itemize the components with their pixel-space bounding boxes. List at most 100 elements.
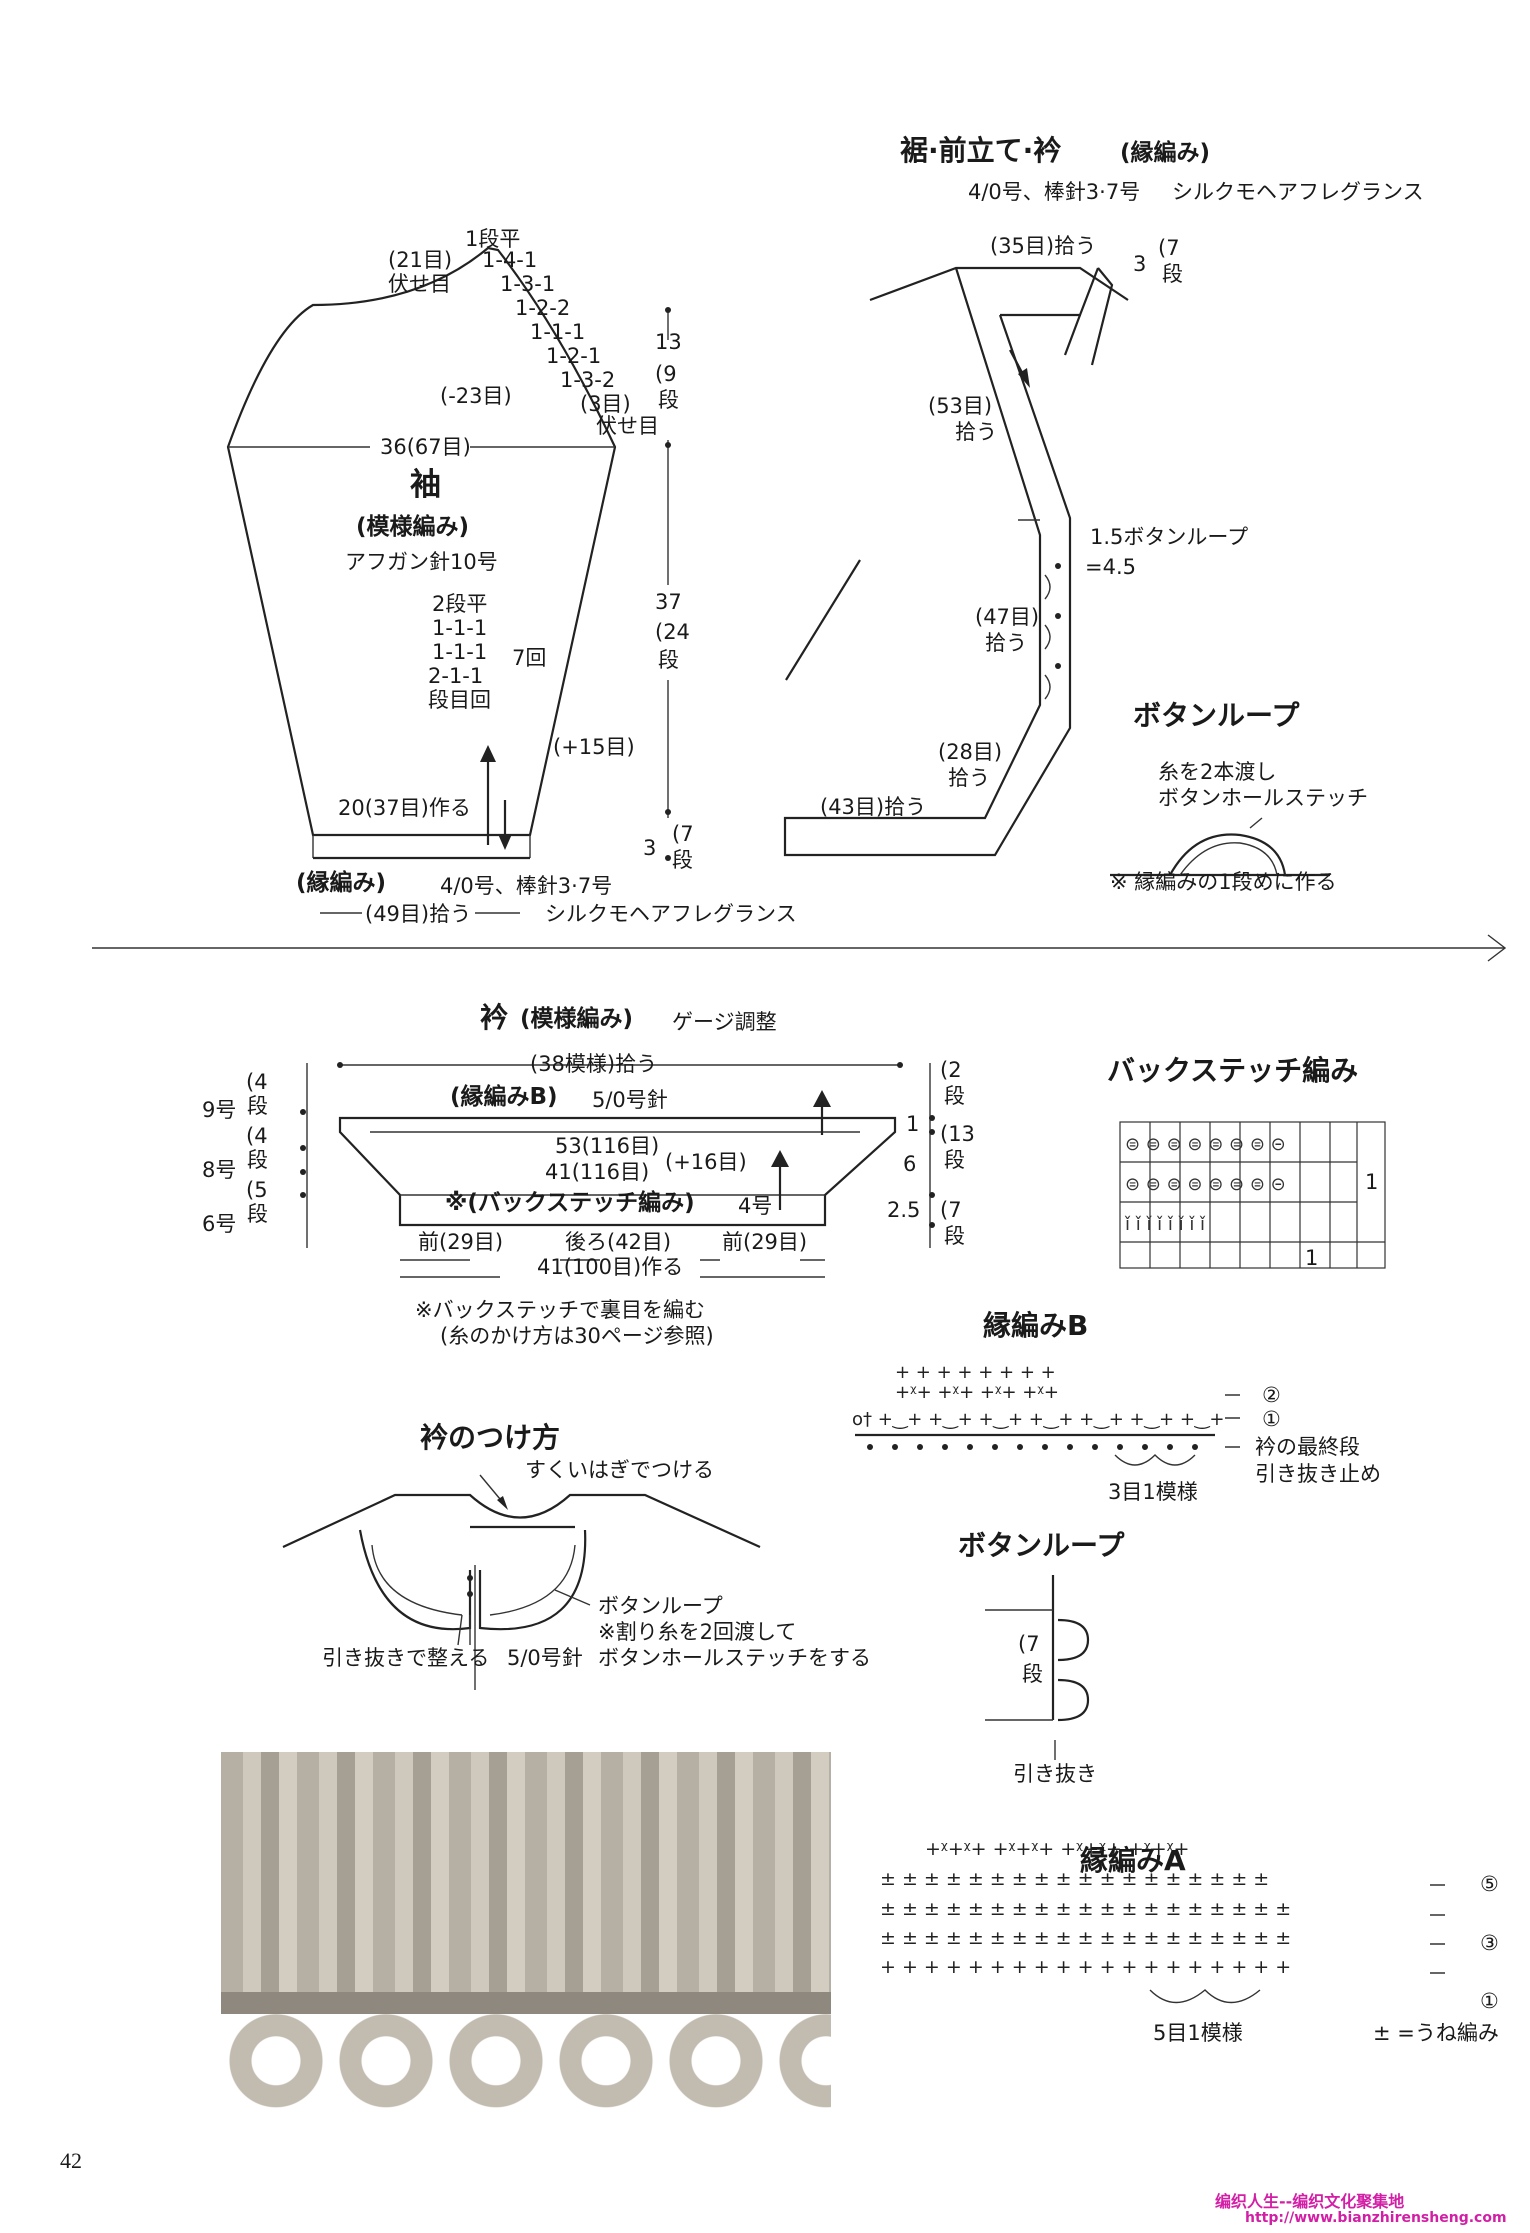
front-band-title: 裾·前立て·衿 bbox=[900, 134, 1062, 167]
sleeve-border-pick: (49目)拾う bbox=[365, 902, 472, 926]
collar-right-rows-0: (2 bbox=[940, 1058, 962, 1082]
svg-text:o† +‿+ +‿+ +‿+ +‿+ +‿+ +: o† +‿+ +‿+ +‿+ +‿+ +‿+ +‿+ +‿+ bbox=[852, 1409, 1224, 1430]
collar-left-size-1: 8号 bbox=[202, 1158, 237, 1182]
svg-text:± ± ± ± ± ± ± ± ± ± ± ± ± ± ±: ± ± ± ± ± ± ± ± ± ± ± ± ± ± ± ± ± ± ± bbox=[880, 1927, 1291, 1949]
collar-left-rows-1: 段 bbox=[247, 1094, 268, 1118]
svg-text:+ + + + + + + + + + + + + + +: + + + + + + + + + + + + + + + + + + + bbox=[880, 1956, 1291, 1978]
front-band-pick-43: (43目)拾う bbox=[820, 795, 927, 819]
button-loop-line1: 糸を2本渡し bbox=[1158, 760, 1277, 784]
collar-right-cm-2: 2.5 bbox=[887, 1198, 921, 1222]
sleeve-cap-left-1: 伏せ目 bbox=[388, 272, 451, 296]
front-band-loop-spacing: =4.5 bbox=[1085, 555, 1136, 579]
collar-left-rows-2: (4 bbox=[246, 1124, 268, 1148]
collar-right-rows-2: (13 bbox=[940, 1122, 975, 1146]
sleeve-border-title: (縁編み) bbox=[296, 870, 387, 896]
front-band-needle: 4/0号、棒針3·7号 bbox=[968, 180, 1141, 204]
front-band-pick-47-1: 拾う bbox=[985, 631, 1027, 655]
sleeve-dim-bot-rows-0: (7 bbox=[672, 822, 694, 846]
sleeve-dim-top-rows-0: (9 bbox=[655, 362, 677, 386]
collar-front-l: 前(29目) bbox=[418, 1230, 504, 1254]
collar-left-rows-3: 段 bbox=[247, 1148, 268, 1172]
sleeve-dim-bot-rows-1: 段 bbox=[672, 848, 693, 872]
sleeve-cap-step-2: 1-3-1 bbox=[500, 272, 556, 296]
sleeve-inc-2: 1-1-1 bbox=[432, 640, 488, 664]
collar-attach-label-finish: 引き抜きで整える bbox=[322, 1646, 490, 1670]
collar-attach-label-needle: 5/0号針 bbox=[507, 1646, 583, 1670]
back-stitch-symbols: ⊜ ⊜ ⊜ ⊜ ⊜ ⊜ ⊜ ⊝ ⊜ ⊜ ⊜ ⊜ ⊜ ⊜ ⊜ ⊝ ǐ ǐ ǐ ǐ … bbox=[1124, 1134, 1286, 1235]
edge-b-note1: 衿の最終段 bbox=[1255, 1435, 1360, 1459]
sleeve-cap-step-0: 1段平 bbox=[465, 227, 521, 251]
collar-left-size-0: 9号 bbox=[202, 1098, 237, 1122]
back-stitch-col-label: 1 bbox=[1305, 1246, 1319, 1270]
collar-title: 衿 bbox=[480, 1001, 509, 1034]
sleeve-dim-mid-num: 37 bbox=[655, 590, 682, 614]
front-band-side-rows-0: (7 bbox=[1158, 236, 1180, 260]
collar-left-size-2: 6号 bbox=[202, 1212, 237, 1236]
sleeve-dim-mid-rows-1: 段 bbox=[658, 648, 679, 672]
sleeve-cap-step-3: 1-2-2 bbox=[515, 296, 571, 320]
collar-inc: (+16目) bbox=[665, 1150, 747, 1174]
collar-attach-label-loop3: ボタンホールステッチをする bbox=[598, 1646, 871, 1670]
collar-left-rows-4: (5 bbox=[246, 1178, 268, 1202]
sleeve-cap-step-1: 1-4-1 bbox=[482, 248, 538, 272]
edge-b-row1: ① bbox=[1262, 1407, 1281, 1431]
collar-attach-label-loop: ボタンループ bbox=[598, 1594, 723, 1618]
page-number: 42 bbox=[60, 2148, 82, 2173]
collar-right-cm-0: 1 bbox=[906, 1112, 920, 1136]
sleeve-cap-decrease: (-23目) bbox=[440, 384, 512, 408]
sleeve-cast-on: 20(37目)作る bbox=[338, 796, 471, 820]
sleeve-cap-step-6: 1-3-2 bbox=[560, 368, 616, 392]
collar-front-r: 前(29目) bbox=[722, 1230, 808, 1254]
collar-outline bbox=[338, 1116, 897, 1227]
collar-cast-on: 41(100目)作る bbox=[537, 1255, 684, 1279]
svg-text:⊜ ⊜ ⊜ ⊜ ⊜ ⊜ ⊜ ⊝: ⊜ ⊜ ⊜ ⊜ ⊜ ⊜ ⊜ ⊝ bbox=[1125, 1174, 1286, 1195]
collar-left-rows-0: (4 bbox=[246, 1070, 268, 1094]
button-loop-line2: ボタンホールステッチ bbox=[1158, 786, 1368, 810]
sleeve-cap-step-5: 1-2-1 bbox=[546, 344, 602, 368]
button-loop-title: ボタンループ bbox=[1133, 699, 1300, 732]
watermark-line2: http://www.bianzhirensheng.com bbox=[1245, 2210, 1507, 2226]
front-band-side-rows-1: 段 bbox=[1162, 262, 1183, 286]
sleeve-inc-1: 1-1-1 bbox=[432, 616, 488, 640]
sleeve-increase-total: (+15目) bbox=[553, 735, 635, 759]
collar-left-rows-5: 段 bbox=[247, 1202, 268, 1226]
front-band-pick-47-0: (47目) bbox=[975, 605, 1040, 629]
collar-back-stitch: ※(バックステッチ編み) bbox=[445, 1190, 695, 1216]
svg-text:± ± ± ± ± ± ± ± ± ± ± ± ± ± ±: ± ± ± ± ± ± ± ± ± ± ± ± ± ± ± ± ± ± ± bbox=[880, 1898, 1291, 1920]
collar-attach-title: 衿のつけ方 bbox=[420, 1421, 561, 1454]
sleeve-outline bbox=[226, 246, 617, 837]
stitch-sample-photo bbox=[221, 1752, 831, 2170]
collar-back: 後ろ(42目) bbox=[565, 1230, 672, 1254]
sleeve-dim-mid-rows-0: (24 bbox=[655, 620, 690, 644]
edge-b-note2: 引き抜き止め bbox=[1255, 1462, 1381, 1486]
back-stitch-grid bbox=[1119, 1121, 1386, 1269]
front-band-pick-28-0: (28目) bbox=[938, 740, 1003, 764]
svg-text:± ± ± ± ± ± ± ± ± ± ± ±: ± ± ± ± ± ± ± ± ± ± ± ± ± ± ± ± ± ± bbox=[880, 1868, 1269, 1890]
sleeve-title: 袖 bbox=[410, 467, 441, 503]
collar-attach-drawing bbox=[282, 1474, 761, 1690]
collar-pattern: (模様編み) bbox=[520, 1006, 634, 1032]
collar-pick-top: (38模様)拾う bbox=[530, 1052, 658, 1076]
edge-a-row1: ① bbox=[1480, 1989, 1499, 2013]
edge-b-row2: ② bbox=[1262, 1383, 1281, 1407]
sleeve-inc-0: 2段平 bbox=[432, 592, 488, 616]
button-loop-chart-rows-1: 段 bbox=[1022, 1662, 1043, 1686]
collar-attach-label-top: すくいはぎでつける bbox=[525, 1458, 714, 1482]
collar-right-cm-1: 6 bbox=[903, 1152, 917, 1176]
front-band-yarn: シルクモヘアフレグランス bbox=[1172, 180, 1424, 204]
watermark-line1: 编织人生--编织文化聚集地 bbox=[1215, 2192, 1405, 2211]
edge-a-repeat: 5目1模様 bbox=[1153, 2021, 1243, 2045]
collar-back-stitch-needle: 4号 bbox=[738, 1194, 773, 1218]
sleeve-cap-left-0: (21目) bbox=[388, 248, 453, 272]
sleeve-width: 36(67目) bbox=[380, 435, 471, 459]
collar-attach-label-loop2: ※割り糸を2回渡して bbox=[598, 1620, 797, 1644]
collar-w53: 53(116目) bbox=[555, 1134, 660, 1158]
edge-a-title: 縁編みA bbox=[1080, 1844, 1186, 1877]
front-band-outline bbox=[869, 266, 1129, 302]
collar-gauge: ゲージ調整 bbox=[672, 1010, 777, 1034]
button-loop-chart-drawing bbox=[985, 1575, 1090, 1760]
sleeve-dim-top-num: 13 bbox=[655, 330, 682, 354]
svg-text:+ᵡ+ +ᵡ+ +ᵡ+ +ᵡ+: +ᵡ+ +ᵡ+ +ᵡ+ +ᵡ+ bbox=[895, 1382, 1059, 1403]
sleeve-dim-top-rows-1: 段 bbox=[658, 388, 679, 412]
collar-right-rows-3: 段 bbox=[944, 1148, 965, 1172]
